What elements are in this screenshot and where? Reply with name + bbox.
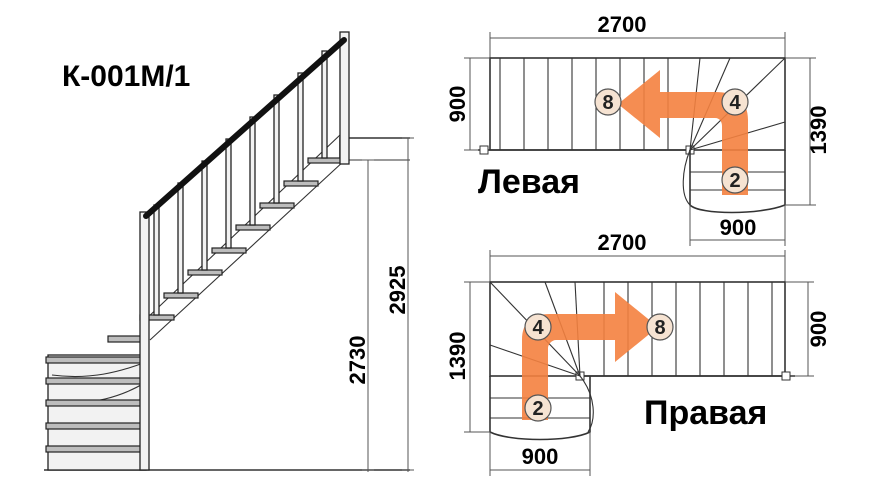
stringer	[149, 159, 346, 341]
handrail	[143, 37, 347, 219]
tread	[283, 180, 319, 187]
plan-right-dim-length: 2700	[598, 230, 647, 255]
tread	[45, 399, 147, 407]
tread	[187, 269, 223, 276]
tread	[45, 377, 147, 385]
svg-text:2: 2	[729, 170, 740, 192]
plan-left-dim-left: 900	[445, 86, 470, 123]
svg-text:2: 2	[532, 398, 543, 420]
model-title: К-001М/1	[62, 60, 190, 93]
plan-left-dim-bottom: 900	[720, 215, 757, 240]
tread	[45, 356, 147, 364]
tread	[307, 157, 343, 164]
plan-right-lower-flight	[489, 376, 591, 441]
tread	[235, 224, 271, 231]
plan-left-dim-right: 1390	[806, 106, 831, 155]
winder-block	[47, 354, 147, 471]
plan-left-title: Левая	[478, 163, 580, 201]
svg-text:8: 8	[602, 92, 613, 114]
tread	[45, 445, 147, 453]
plan-right-marker-2	[524, 394, 552, 422]
svg-text:8: 8	[654, 317, 665, 339]
plan-left: 2700 8	[445, 12, 831, 246]
dim-height-1: 2730	[345, 336, 370, 385]
tread	[259, 202, 295, 209]
plan-right-dim-left: 1390	[445, 332, 470, 381]
tread	[45, 422, 147, 430]
plan-left-marker-2	[721, 166, 749, 194]
upper-floor	[339, 137, 410, 160]
plan-left-direction-arrow	[618, 70, 748, 195]
plan-right-direction-arrow	[522, 292, 658, 420]
plan-right: 2700 4 8 2	[445, 230, 831, 476]
dim-height-2: 2925	[385, 266, 410, 315]
tread	[211, 247, 247, 254]
plan-right-marker-4	[524, 313, 552, 341]
newel-post-top	[339, 31, 350, 165]
svg-text:4: 4	[729, 92, 741, 114]
plan-right-title: Правая	[644, 394, 767, 432]
newel-post-bottom	[139, 211, 150, 471]
plan-left-marker-8	[594, 88, 622, 116]
plan-left-marker-4	[721, 88, 749, 116]
side-elevation: 2730 2925	[44, 31, 414, 472]
svg-text:4: 4	[532, 317, 544, 339]
plan-left-dim-length: 2700	[598, 12, 647, 37]
tread	[163, 292, 199, 299]
plan-left-lower-flight	[689, 150, 786, 214]
plan-right-marker-8	[646, 313, 674, 341]
plan-right-dim-right: 900	[806, 311, 831, 348]
plan-right-dim-bottom: 900	[522, 444, 559, 469]
